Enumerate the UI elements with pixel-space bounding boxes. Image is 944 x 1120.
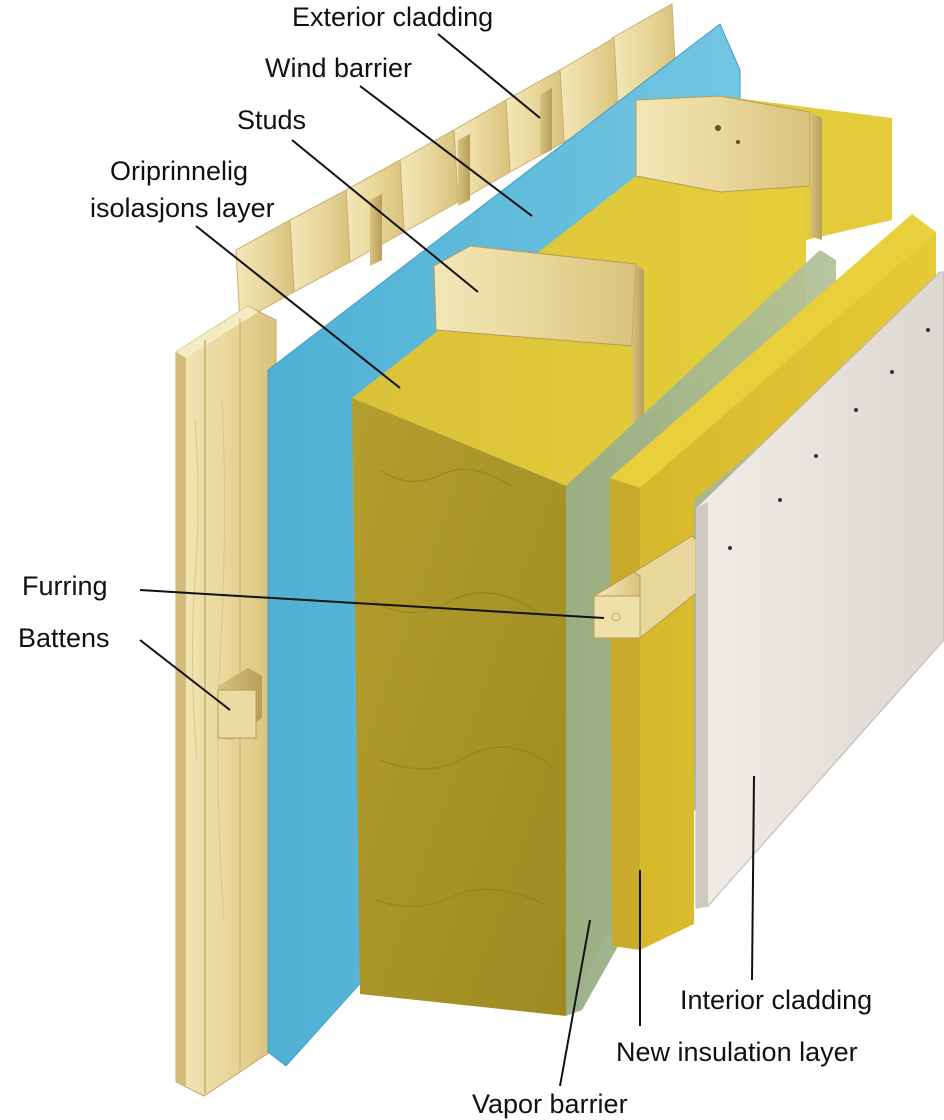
label-new-insulation-layer: New insulation layer: [616, 1037, 858, 1067]
leader-lines: [139, 33, 755, 1087]
label-exterior-cladding: Exterior cladding: [292, 2, 494, 32]
label-original-insulation-line1: Oriprinnelig: [110, 156, 249, 186]
leader-exterior-cladding: [437, 33, 541, 119]
interior-cladding: [695, 271, 944, 909]
leader-studs: [291, 139, 479, 293]
battens: [217, 668, 262, 740]
leader-interior-cladding: [751, 775, 755, 981]
leader-battens: [139, 639, 231, 711]
new-insulation-layer: [610, 214, 936, 950]
label-interior-cladding: Interior cladding: [680, 985, 873, 1015]
label-furring: Furring: [22, 571, 108, 601]
leader-original-insulation: [195, 225, 401, 389]
label-original-insulation-line2: isolasjons layer: [90, 193, 275, 223]
studs: [433, 95, 822, 430]
label-battens: Battens: [18, 623, 110, 653]
label-studs: Studs: [237, 105, 307, 135]
label-wind-barrier: Wind barrier: [265, 53, 413, 83]
leader-furring: [139, 589, 605, 619]
leader-wind-barrier: [359, 85, 533, 217]
label-vapor-barrier: Vapor barrier: [472, 1089, 628, 1119]
leader-vapor-barrier: [559, 919, 591, 1087]
